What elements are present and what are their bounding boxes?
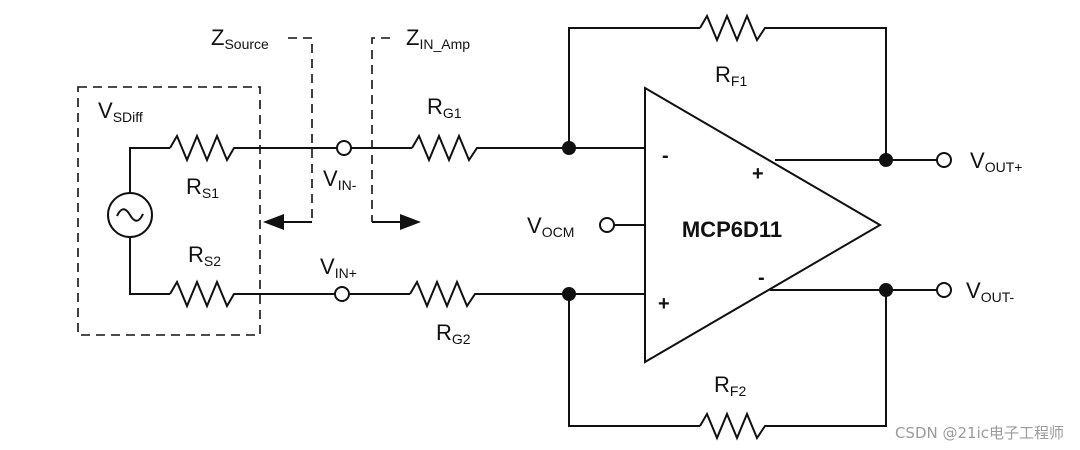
resistor-rg1 (411, 133, 485, 163)
z-in-amp-arrow-head (400, 214, 421, 230)
amp-input-minus-sign: - (662, 145, 669, 167)
vocm-terminal (599, 217, 615, 233)
label-v-sdiff: VSDiff (98, 98, 143, 125)
vout-plus-terminal (936, 152, 952, 168)
amp-output-minus-sign: - (758, 267, 765, 289)
wire-rf2-left (568, 294, 700, 427)
label-r-f1: RF1 (715, 62, 747, 89)
z-in-amp-divider (371, 37, 390, 222)
wire-source-bottom (129, 237, 170, 295)
vin-minus-terminal (336, 140, 352, 156)
label-r-g2: RG2 (436, 320, 471, 347)
label-z-in-amp: ZIN_Amp (406, 25, 470, 52)
label-v-in-plus: VIN+ (320, 254, 357, 281)
label-v-in-minus: VIN- (323, 166, 357, 193)
z-source-arrow-head (263, 214, 284, 230)
z-source-divider (288, 37, 313, 222)
resistor-rs1 (169, 133, 242, 163)
label-v-out-minus: VOUT- (966, 278, 1014, 305)
label-r-s2: RS2 (188, 242, 221, 269)
vout-minus-terminal (936, 282, 952, 298)
sine-wave-icon (116, 208, 144, 222)
amp-input-plus-sign: + (658, 293, 670, 315)
resistor-rf2 (699, 411, 773, 441)
watermark-text: CSDN @21ic电子工程师 (895, 424, 1064, 442)
label-v-ocm: VOCM (527, 213, 574, 240)
vin-plus-terminal (334, 286, 350, 302)
label-r-g1: RG1 (427, 94, 462, 121)
amplifier-name: MCP6D11 (682, 217, 782, 242)
label-r-s1: RS1 (186, 174, 219, 201)
resistor-rf1 (699, 13, 773, 43)
wire-rf2-right (773, 290, 887, 427)
label-v-out-plus: VOUT+ (970, 148, 1022, 175)
wire-rf1-right (773, 27, 887, 160)
amp-output-plus-sign: + (752, 163, 764, 185)
resistor-rg2 (409, 279, 483, 309)
source-boundary-box (77, 86, 261, 336)
junction-dot-noninverting (562, 287, 576, 301)
wire-source-top (129, 147, 170, 193)
junction-dot-inverting (562, 141, 576, 155)
wire-rf1-left (568, 27, 700, 148)
label-r-f2: RF2 (714, 372, 746, 399)
resistor-rs2 (169, 279, 242, 309)
label-z-source: ZSource (211, 25, 269, 52)
